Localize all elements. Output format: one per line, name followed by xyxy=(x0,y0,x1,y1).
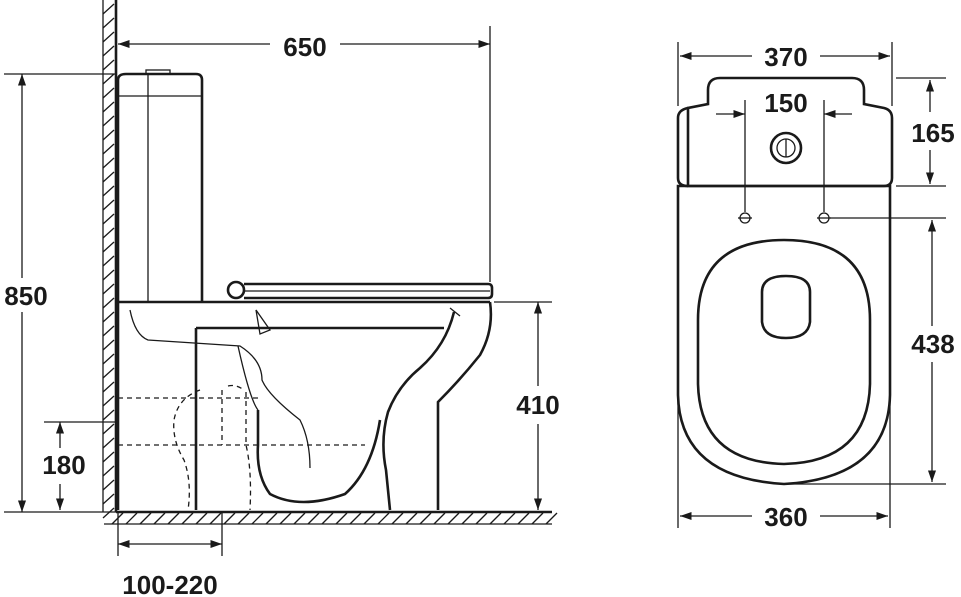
dim-bowl-length-label: 438 xyxy=(911,329,954,359)
dim-outlet-range-label: 100-220 xyxy=(122,570,217,597)
side-view: 650 850 410 180 100-2 xyxy=(4,0,560,597)
dim-tank-width: 370 xyxy=(677,42,893,106)
dim-total-depth-label: 650 xyxy=(283,32,326,62)
dim-fixing-spacing: 150 xyxy=(716,88,852,119)
dim-total-height: 850 xyxy=(4,73,116,513)
fixing-hole-left-icon xyxy=(738,212,752,224)
outlet-pipe-dashed xyxy=(118,384,365,511)
dim-total-height-label: 850 xyxy=(4,281,47,311)
dim-bowl-width: 360 xyxy=(677,400,891,532)
dim-inlet-height: 180 xyxy=(42,421,116,510)
top-view: 370 150 165 438 xyxy=(676,42,955,532)
dim-tank-height: 165 xyxy=(896,77,955,187)
bowl-top xyxy=(676,100,892,486)
dim-tank-height-label: 165 xyxy=(911,118,954,148)
fixing-hole-right-icon xyxy=(817,212,831,224)
dim-inlet-height-label: 180 xyxy=(42,450,85,480)
bowl-side xyxy=(116,280,494,511)
cistern-side xyxy=(116,69,204,302)
dim-tank-width-label: 370 xyxy=(764,42,807,72)
dim-outlet-range: 100-220 xyxy=(117,512,223,597)
dim-bowl-length: 438 xyxy=(784,217,955,485)
dim-seat-height: 410 xyxy=(494,301,560,510)
dim-seat-height-label: 410 xyxy=(516,390,559,420)
wall xyxy=(102,0,118,519)
dim-total-depth: 650 xyxy=(117,26,491,282)
dim-bowl-width-label: 360 xyxy=(764,502,807,532)
floor xyxy=(104,510,558,525)
flush-button-icon xyxy=(769,131,803,165)
dim-fixing-spacing-label: 150 xyxy=(764,88,807,118)
